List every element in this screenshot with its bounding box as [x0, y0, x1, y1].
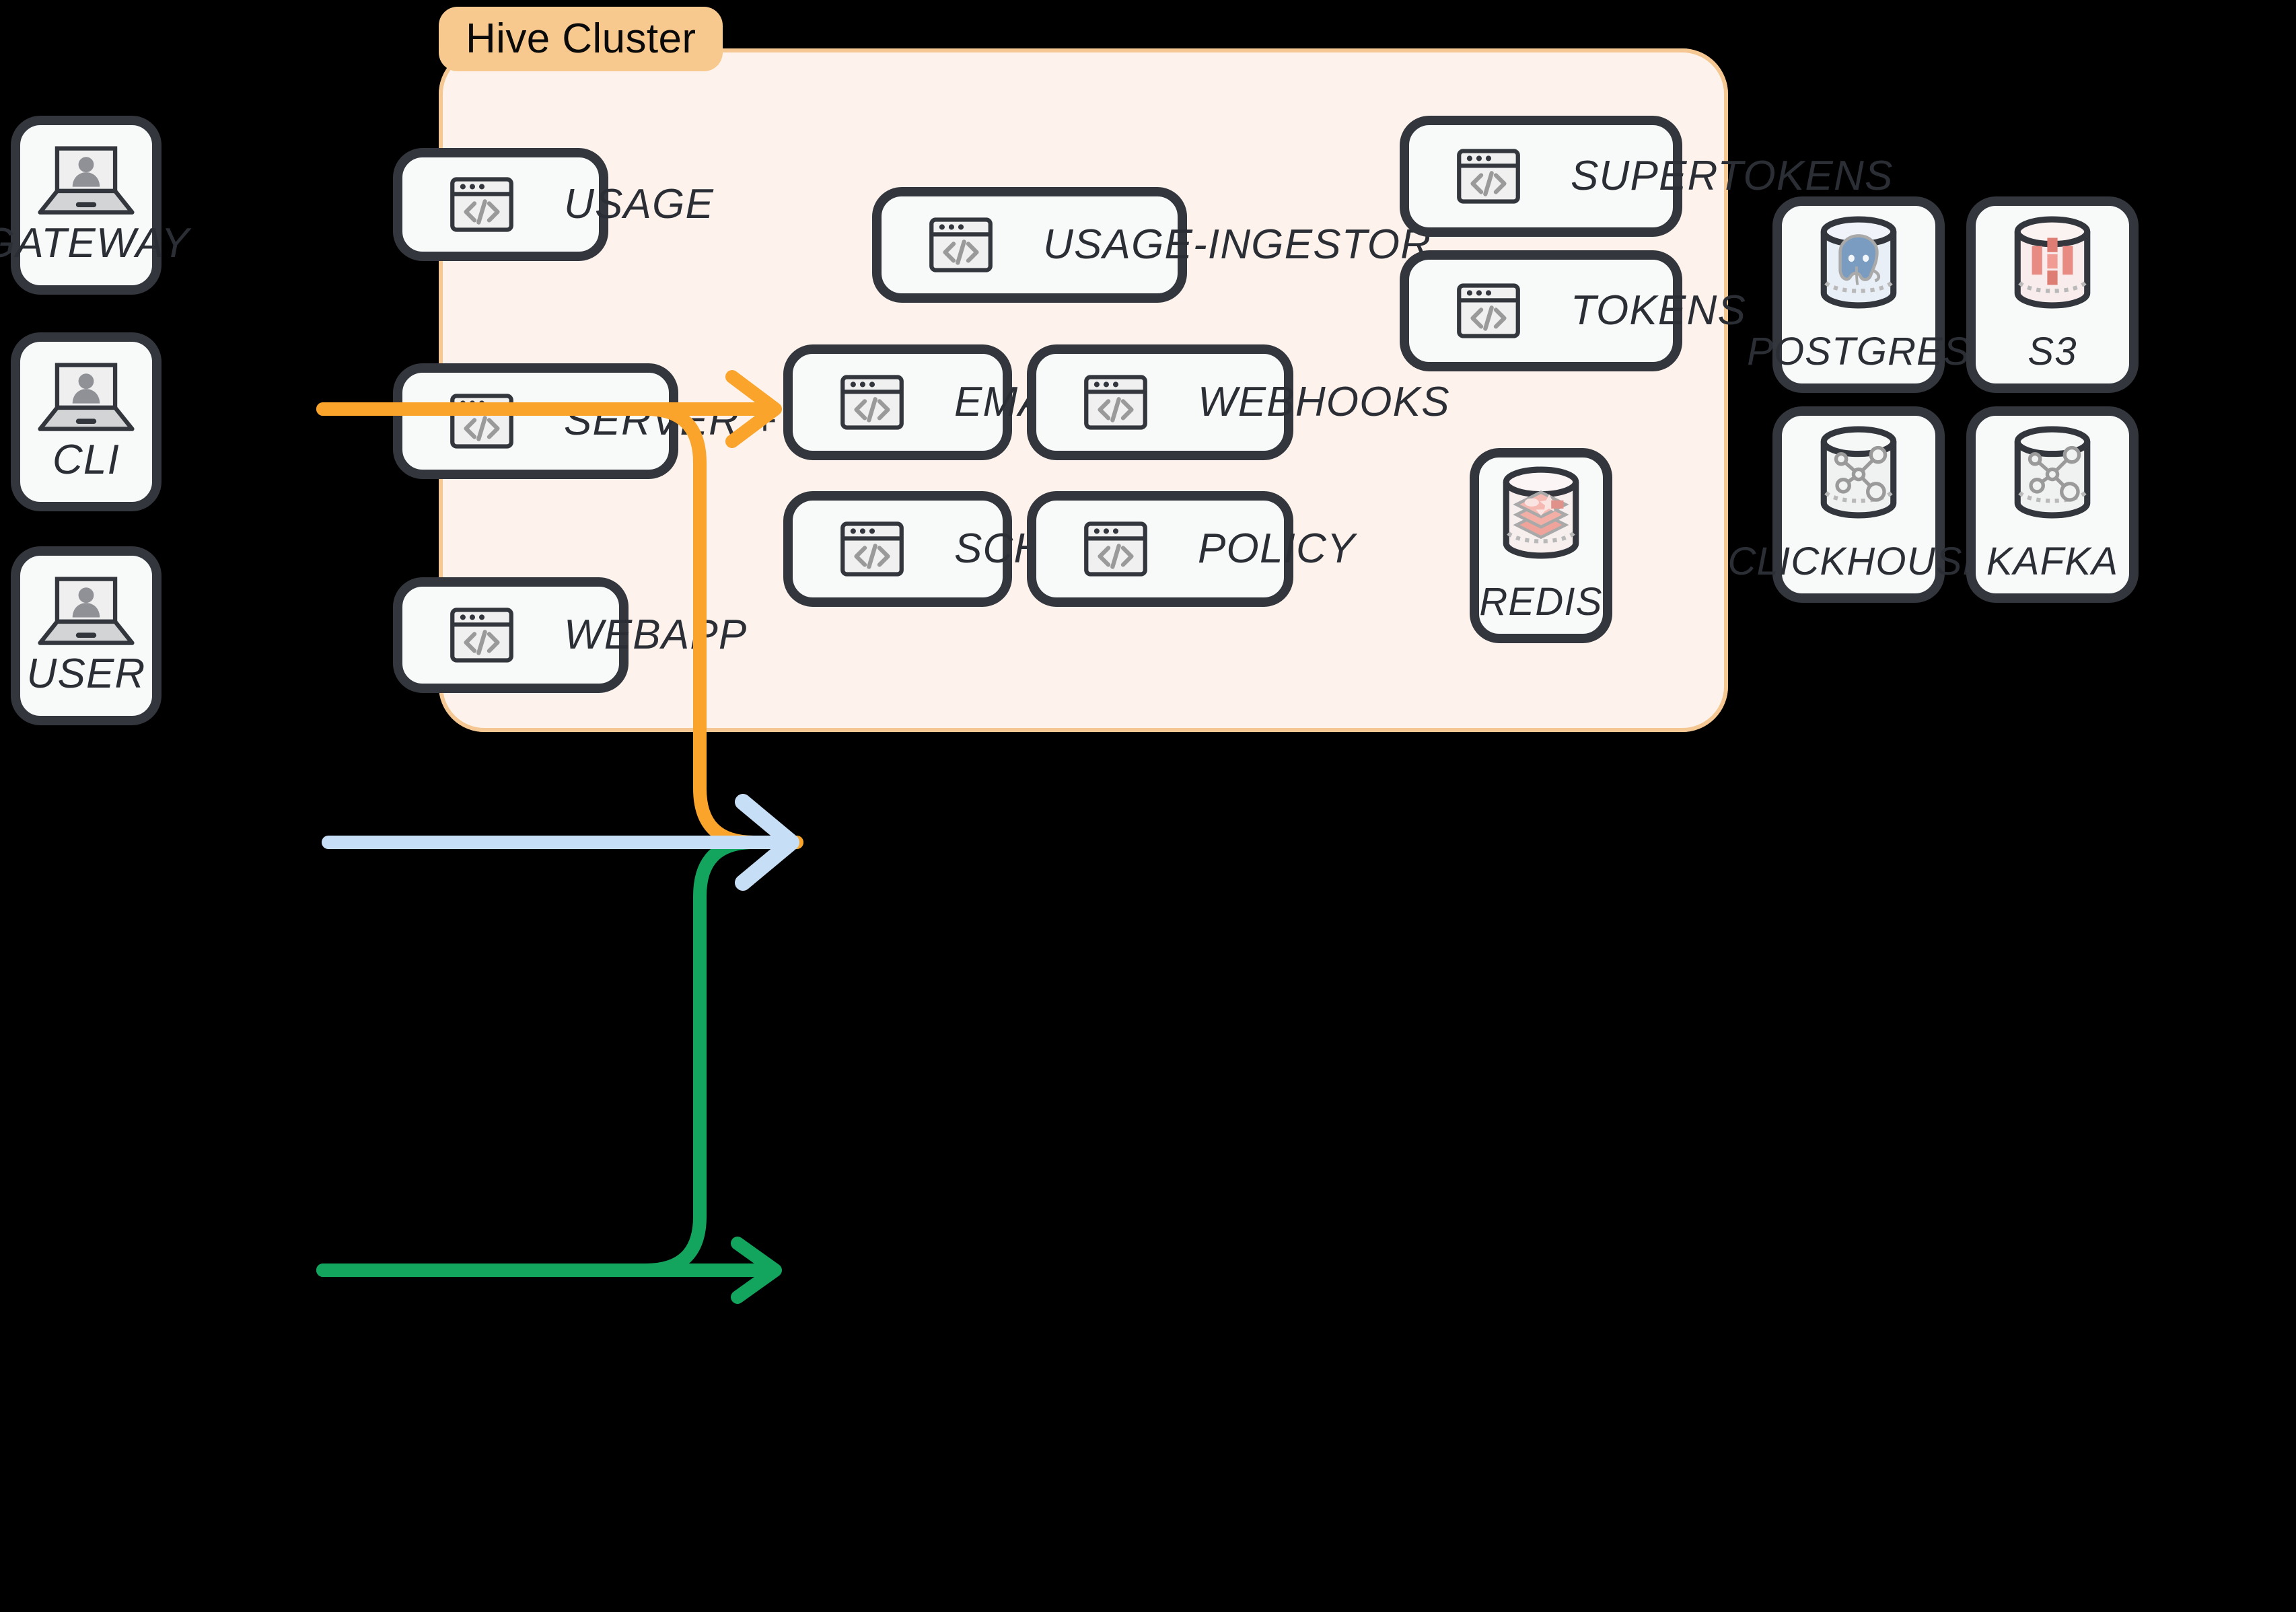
architecture-diagram: Hive Cluster GATEWAY C	[0, 7, 2139, 1304]
s3-cylinder-icon	[2007, 215, 2098, 309]
store-label: CLICKHOUSE	[1727, 540, 1990, 583]
actor-label: USER	[26, 649, 146, 696]
service-card-usage-ingestor[interactable]: USAGE-INGESTOR	[872, 187, 1431, 303]
service-label: POLICY	[1198, 525, 1356, 572]
code-window-icon	[448, 171, 515, 238]
actor-label: GATEWAY	[0, 219, 190, 266]
edge-cli-serverCdn-arrowhead	[735, 794, 799, 891]
actor-label: CLI	[52, 435, 120, 482]
actor-card-gateway[interactable]: GATEWAY	[0, 116, 189, 295]
store-card-clickhouse[interactable]: CLICKHOUSE	[1727, 406, 1988, 603]
store-label: POSTGRES	[1747, 330, 1970, 373]
edge-user-webapp-arrowhead	[731, 1237, 782, 1304]
service-card-emails[interactable]: EMAILS	[783, 344, 1111, 460]
service-card-webapp[interactable]: WEBAPP	[393, 577, 746, 693]
code-window-icon	[1455, 277, 1522, 344]
actor-card-cli[interactable]: CLI	[11, 332, 162, 511]
service-label: WEBHOOKS	[1198, 378, 1450, 425]
service-card-supertokens[interactable]: SUPERTOKENS	[1400, 116, 1892, 237]
service-card-server-cdn[interactable]: SERVER + CDN	[393, 363, 882, 479]
actor-card-user[interactable]: USER	[11, 546, 162, 725]
store-label: KAFKA	[1986, 540, 2119, 583]
store-card-postgres[interactable]: POSTGRES	[1747, 196, 1970, 393]
service-card-usage[interactable]: USAGE	[393, 148, 713, 261]
edge-user-serverCdn	[316, 836, 803, 1277]
laptop-user-icon	[35, 574, 137, 649]
store-card-redis[interactable]: REDIS	[1470, 448, 1612, 643]
code-window-icon	[927, 211, 995, 279]
postgres-cylinder-icon	[1813, 215, 1904, 309]
service-label: TOKENS	[1571, 287, 1747, 334]
store-label: S3	[2028, 330, 2077, 373]
store-card-s3[interactable]: S3	[1966, 196, 2139, 393]
code-window-icon	[1455, 143, 1522, 210]
service-card-schema[interactable]: SCHEMA	[783, 491, 1137, 607]
code-window-icon	[838, 515, 906, 583]
service-label: WEBAPP	[564, 611, 748, 658]
code-window-icon	[448, 388, 515, 455]
graph-cylinder-icon	[1813, 425, 1904, 519]
store-label: REDIS	[1479, 581, 1603, 624]
service-card-tokens[interactable]: TOKENS	[1400, 250, 1746, 371]
code-window-icon	[838, 369, 906, 436]
service-label: SUPERTOKENS	[1571, 152, 1894, 199]
laptop-user-icon	[35, 360, 137, 435]
service-label: USAGE	[564, 180, 715, 227]
code-window-icon	[448, 601, 515, 669]
store-card-kafka[interactable]: KAFKA	[1966, 406, 2139, 603]
service-card-webhooks[interactable]: WEBHOOKS	[1027, 344, 1449, 460]
redis-cylinder-icon	[1495, 466, 1587, 560]
graph-cylinder-icon	[2007, 425, 2098, 519]
service-card-policy[interactable]: POLICY	[1027, 491, 1355, 607]
code-window-icon	[1082, 515, 1149, 583]
code-window-icon	[1082, 369, 1149, 436]
laptop-user-icon	[35, 143, 137, 219]
service-label: USAGE-INGESTOR	[1043, 221, 1432, 268]
hive-cluster-badge: Hive Cluster	[439, 7, 723, 71]
